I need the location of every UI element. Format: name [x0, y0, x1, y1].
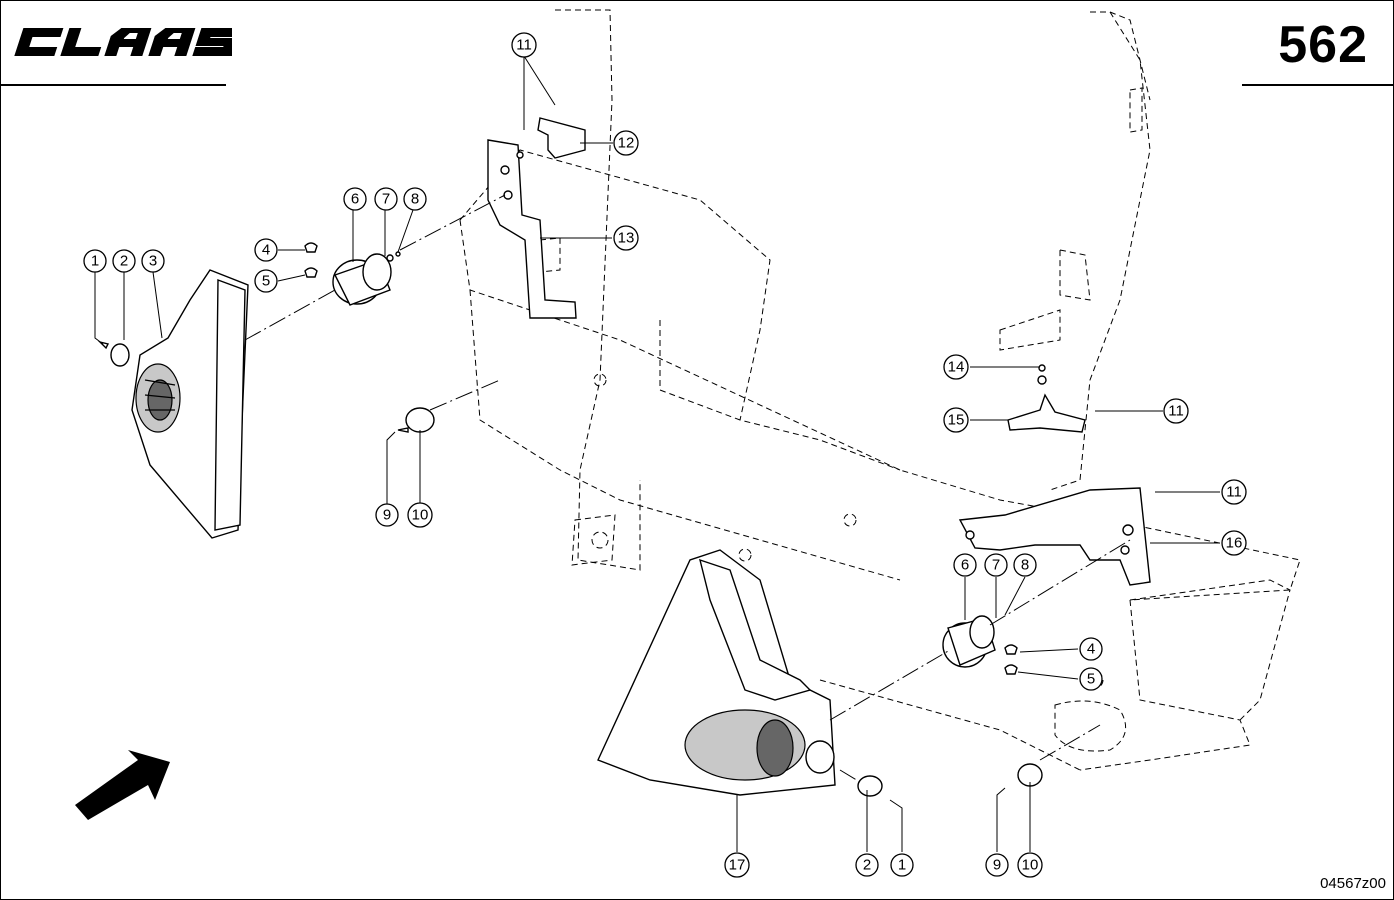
svg-text:5: 5: [262, 273, 270, 290]
upper-bracket: [487, 117, 586, 319]
svg-text:9: 9: [993, 857, 1001, 874]
callout: 4: [254, 238, 278, 262]
svg-text:8: 8: [1021, 557, 1029, 574]
svg-text:2: 2: [863, 857, 871, 874]
svg-text:15: 15: [948, 412, 965, 429]
callout: 1: [890, 853, 914, 877]
svg-text:7: 7: [382, 191, 390, 208]
direction-arrow-icon: [75, 750, 170, 820]
svg-text:2: 2: [120, 253, 128, 270]
svg-text:3: 3: [149, 253, 157, 270]
callout: 16: [1221, 530, 1247, 556]
callouts: 1 2 3 4 5 6 7 8 9 10 11 12 13 11 14 15 1…: [83, 32, 1247, 878]
callout: 15: [943, 407, 969, 433]
svg-text:11: 11: [1168, 403, 1184, 420]
callout: 6: [953, 553, 977, 577]
svg-text:12: 12: [618, 135, 635, 152]
callout: 7: [984, 553, 1008, 577]
left-lamp-parts: [97, 242, 435, 433]
callout: 5: [1079, 667, 1103, 691]
svg-text:10: 10: [1022, 857, 1039, 874]
page-number: 562: [1278, 16, 1368, 74]
svg-text:13: 13: [618, 230, 635, 247]
callout: 14: [943, 354, 969, 380]
right-bracket-assembly: [958, 364, 1151, 586]
callout: 6: [343, 187, 367, 211]
svg-text:7: 7: [992, 557, 1000, 574]
callout: 7: [374, 187, 398, 211]
callout: 8: [1013, 553, 1037, 577]
callout: 13: [613, 225, 639, 251]
svg-text:9: 9: [383, 507, 391, 524]
svg-text:1: 1: [898, 857, 906, 874]
svg-text:8: 8: [411, 191, 419, 208]
header-rule-left: [0, 84, 226, 86]
svg-text:11: 11: [1226, 484, 1242, 501]
right-lamp-parts: [857, 615, 1043, 797]
svg-text:4: 4: [1087, 641, 1095, 658]
claas-logo-icon: [14, 28, 242, 56]
callout: 3: [141, 249, 165, 273]
callout: 4: [1079, 637, 1103, 661]
callout: 11: [1221, 479, 1247, 505]
svg-text:10: 10: [412, 507, 429, 524]
callout: 8: [403, 187, 427, 211]
callout: 2: [112, 249, 136, 273]
svg-text:6: 6: [351, 191, 359, 208]
svg-text:1: 1: [91, 253, 99, 270]
callout: 17: [724, 852, 750, 878]
callout: 10: [1017, 852, 1043, 878]
svg-text:4: 4: [262, 242, 270, 259]
right-lamp-housing: [597, 549, 836, 796]
left-lamp-housing: [131, 269, 249, 539]
claas-logo: [12, 20, 242, 69]
callout: 5: [254, 269, 278, 293]
svg-text:17: 17: [729, 857, 746, 874]
callout: 9: [375, 503, 399, 527]
callout: 12: [613, 130, 639, 156]
chassis-outline: [459, 9, 1301, 771]
callout: 11: [1163, 398, 1189, 424]
drawing-code: 04567z00: [1320, 875, 1386, 892]
callout: 9: [985, 853, 1009, 877]
svg-text:5: 5: [1087, 671, 1095, 688]
header-rule-right: [1242, 84, 1394, 86]
leader-lines: [94, 55, 1220, 852]
svg-text:16: 16: [1226, 535, 1243, 552]
callout: 1: [83, 249, 107, 273]
svg-text:14: 14: [948, 359, 965, 376]
callout: 2: [855, 853, 879, 877]
svg-text:11: 11: [516, 37, 532, 54]
svg-text:6: 6: [961, 557, 969, 574]
callout: 10: [407, 502, 433, 528]
callout: 11: [511, 32, 537, 58]
